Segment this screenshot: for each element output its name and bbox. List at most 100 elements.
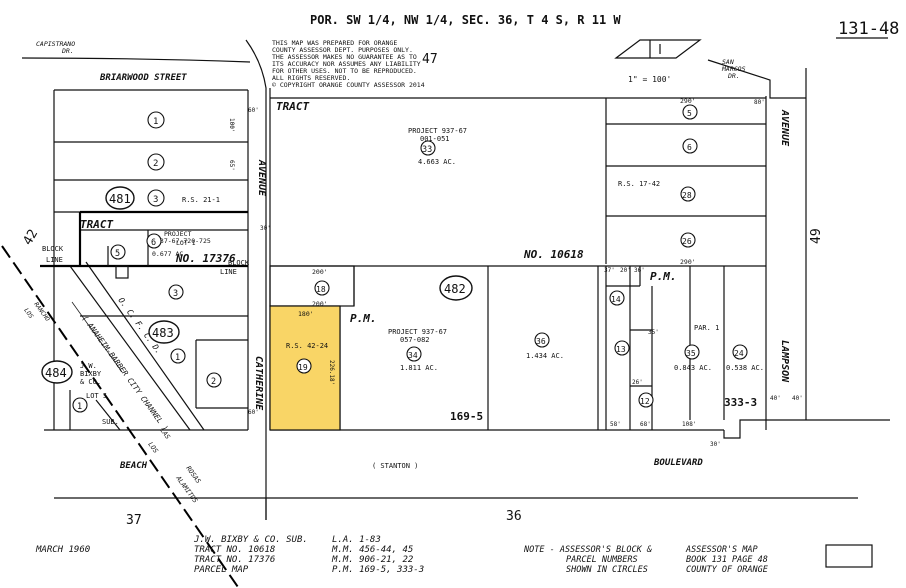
parcel-map-label: P.M. [650,270,677,283]
street-lampson: LAMPSON [779,340,790,383]
dimension-label: 226.18' [328,360,335,385]
block-line-label: LINE [220,268,237,276]
note-line: PARCEL NUMBERS [566,555,638,565]
parcel-28 [680,186,696,202]
dimension-label: 68' [640,421,651,428]
block-label: 482 [444,282,466,296]
street-stanton: ( STANTON ) [372,462,418,470]
parcel-label: 26 [682,237,692,246]
tract-label: TRACT [276,100,309,113]
parcel-1c [72,397,88,413]
block-line-label: LINE [46,256,63,264]
small-parcel [115,265,129,279]
street-catherine-avenue: AVENUE [256,159,267,197]
project-number: 057-082 [400,336,430,344]
tract-label: TRACT [80,218,113,231]
map-scale: 1" = 100' [628,75,671,84]
parcel-19 [296,358,312,374]
dimension-label: 80' [754,99,765,106]
street-san-marcos-2: MARCOS [721,65,746,73]
acreage-label: 1.434 AC. [526,352,564,360]
adjacent-page-42: 42 [20,227,41,248]
disclaimer-line: © COPYRIGHT ORANGE COUNTY ASSESSOR 2014 [272,81,425,89]
block-483 [148,320,180,344]
street-lampson-avenue: AVENUE [779,109,790,147]
parcel-24 [732,344,748,360]
dimension-label: 290' [680,258,696,266]
parcel-14 [609,290,625,306]
parcel-label: 36 [536,337,546,346]
parcel-label: 33 [422,145,432,155]
parcel-label: 3 [173,289,178,299]
disclaimer-line: FOR OTHER USES. NOT TO BE REPRODUCED. [272,67,417,75]
map-title: POR. SW 1/4, NW 1/4, SEC. 36, T 4 S, R 1… [310,13,621,27]
record-of-survey-label: R.S. 42-24 [286,342,328,350]
street-san-marcos: SAN [722,58,734,66]
adjacent-page-49: 49 [809,228,824,244]
reference-line: M.M. 906-21, 22 [331,555,413,565]
street-san-marcos-3: DR. [727,72,740,80]
parcel-1b [170,348,186,364]
parcel-35 [684,344,700,360]
parcel-36 [534,332,550,348]
subdivision-label: & CO. [80,378,101,386]
parcel-33 [420,140,436,156]
dimension-label: 200' [312,268,328,276]
assessor-line: ASSESSOR'S MAP [685,545,758,555]
stamp-box [825,544,873,568]
dimension-label: 200' [312,300,328,308]
north-arrow-icon [614,39,702,59]
lot-label: LOT 1 [176,239,196,247]
map-date: MARCH 1960 [35,545,90,555]
block-484 [41,360,73,384]
acreage-label: 0.538 AC. [726,364,764,372]
dimension-label: 58' [610,421,621,428]
parcel-label: 24 [734,349,744,358]
reference-line: PARCEL MAP [194,565,249,575]
parcel-label: 2 [211,377,216,387]
reference-line: M.M. 456-44, 45 [331,545,413,555]
parcel-3 [147,189,165,207]
project-number: 937-67-720-725 [156,237,211,245]
parcel-label: 5 [687,109,692,118]
parcel-6-right [682,138,698,154]
street-boulevard: BOULEVARD [653,458,703,468]
parcel-label: 6 [687,143,692,152]
dimension-label: 30' [260,225,271,232]
parcel-5 [110,244,126,260]
reference-line: TRACT NO. 17376 [194,555,275,565]
dimension-label: 40' [792,395,803,402]
parcel-label: 34 [408,351,418,360]
lot-label: LOT 5 [86,392,107,400]
parcel-13 [614,340,630,356]
parcel-label: 2 [153,159,158,169]
parcel-label: 5 [115,249,120,259]
parcel-label: 13 [616,345,626,354]
parcel-2b [206,372,222,388]
parcel-34 [406,346,422,362]
adjacent-page-37: 37 [126,513,142,528]
parcel-label: 19 [298,363,308,372]
disclaimer-block: THIS MAP WAS PREPARED FOR ORANGE COUNTY … [272,39,425,89]
street-capistrano-dr: DR. [61,47,74,55]
parcel-label-text: PAR. 1 [694,324,719,332]
record-of-survey-label: R.S. 21-1 [182,196,220,204]
adjacent-page-36: 36 [506,509,522,524]
project-label: PROJECT [164,230,191,238]
page-number: 131-48 [838,19,899,39]
dimension-label: 20' [620,267,631,274]
disclaimer-line: THIS MAP WAS PREPARED FOR ORANGE [272,39,397,47]
dimension-label: 100' [228,118,235,132]
parcel-3b [168,284,184,300]
reference-line: TRACT NO. 10618 [194,545,275,555]
parcel-label: 1 [175,353,180,363]
acreage-label: 0.843 AC. [674,364,712,372]
parcel-label: 6 [151,238,156,248]
dimension-label: 30' [710,441,721,448]
tract-number-label: NO. 17376 [175,252,236,265]
project-label: PROJECT 937-67 [408,127,467,135]
parcel-5-right [682,104,698,120]
disclaimer-line: ALL RIGHTS RESERVED. [272,74,350,82]
subdivision-label: BIXBY [80,370,102,378]
